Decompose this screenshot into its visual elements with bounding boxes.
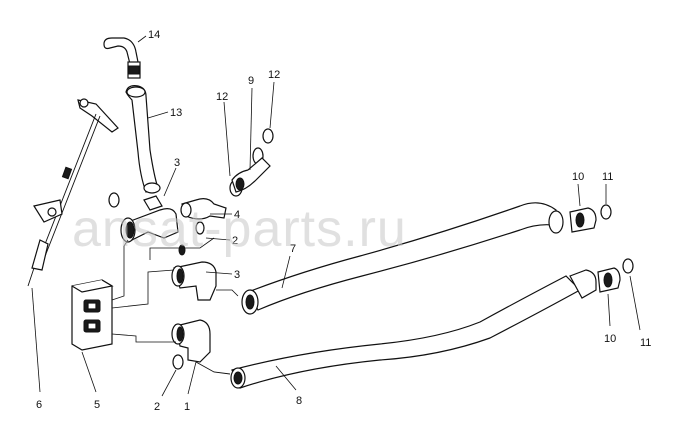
callout-4: 4 [234, 209, 240, 221]
part-13-hose [125, 85, 161, 194]
part-14-elbow-fitting [103, 37, 141, 79]
callout-10-lower: 10 [604, 333, 616, 345]
callout-13: 13 [170, 107, 182, 119]
callout-12-a: 12 [216, 91, 228, 103]
watermark: ansat-parts.ru [72, 200, 407, 258]
callout-6: 6 [36, 399, 42, 411]
callout-leaders [31, 35, 641, 397]
part-7-long-hose [241, 202, 597, 315]
callout-9: 9 [248, 75, 254, 87]
callout-labels: 14 13 12 9 12 3 4 2 3 7 10 11 10 11 6 5 … [36, 29, 651, 413]
callout-11-upper: 11 [602, 171, 613, 183]
callout-11-lower: 11 [640, 337, 651, 349]
callout-2-lower: 2 [154, 401, 160, 413]
callout-14: 14 [148, 29, 160, 41]
part-3-middle-fitting [171, 261, 217, 301]
callout-8: 8 [296, 395, 302, 407]
part-1-lower-elbow [171, 319, 231, 375]
callout-10-upper: 10 [572, 171, 584, 183]
callout-7: 7 [290, 243, 296, 255]
part-8-long-hose [230, 267, 621, 389]
callout-3-middle: 3 [234, 269, 240, 281]
part-9-short-hose [231, 157, 271, 193]
callout-1: 1 [184, 401, 190, 413]
callout-12-b: 12 [268, 69, 280, 81]
callout-5: 5 [94, 399, 100, 411]
connection-lines [111, 237, 239, 343]
callout-3-upper: 3 [174, 157, 180, 169]
part-5-valve-block [71, 279, 114, 351]
callout-2-upper: 2 [232, 235, 238, 247]
part-6-bracket-rod [27, 98, 119, 287]
